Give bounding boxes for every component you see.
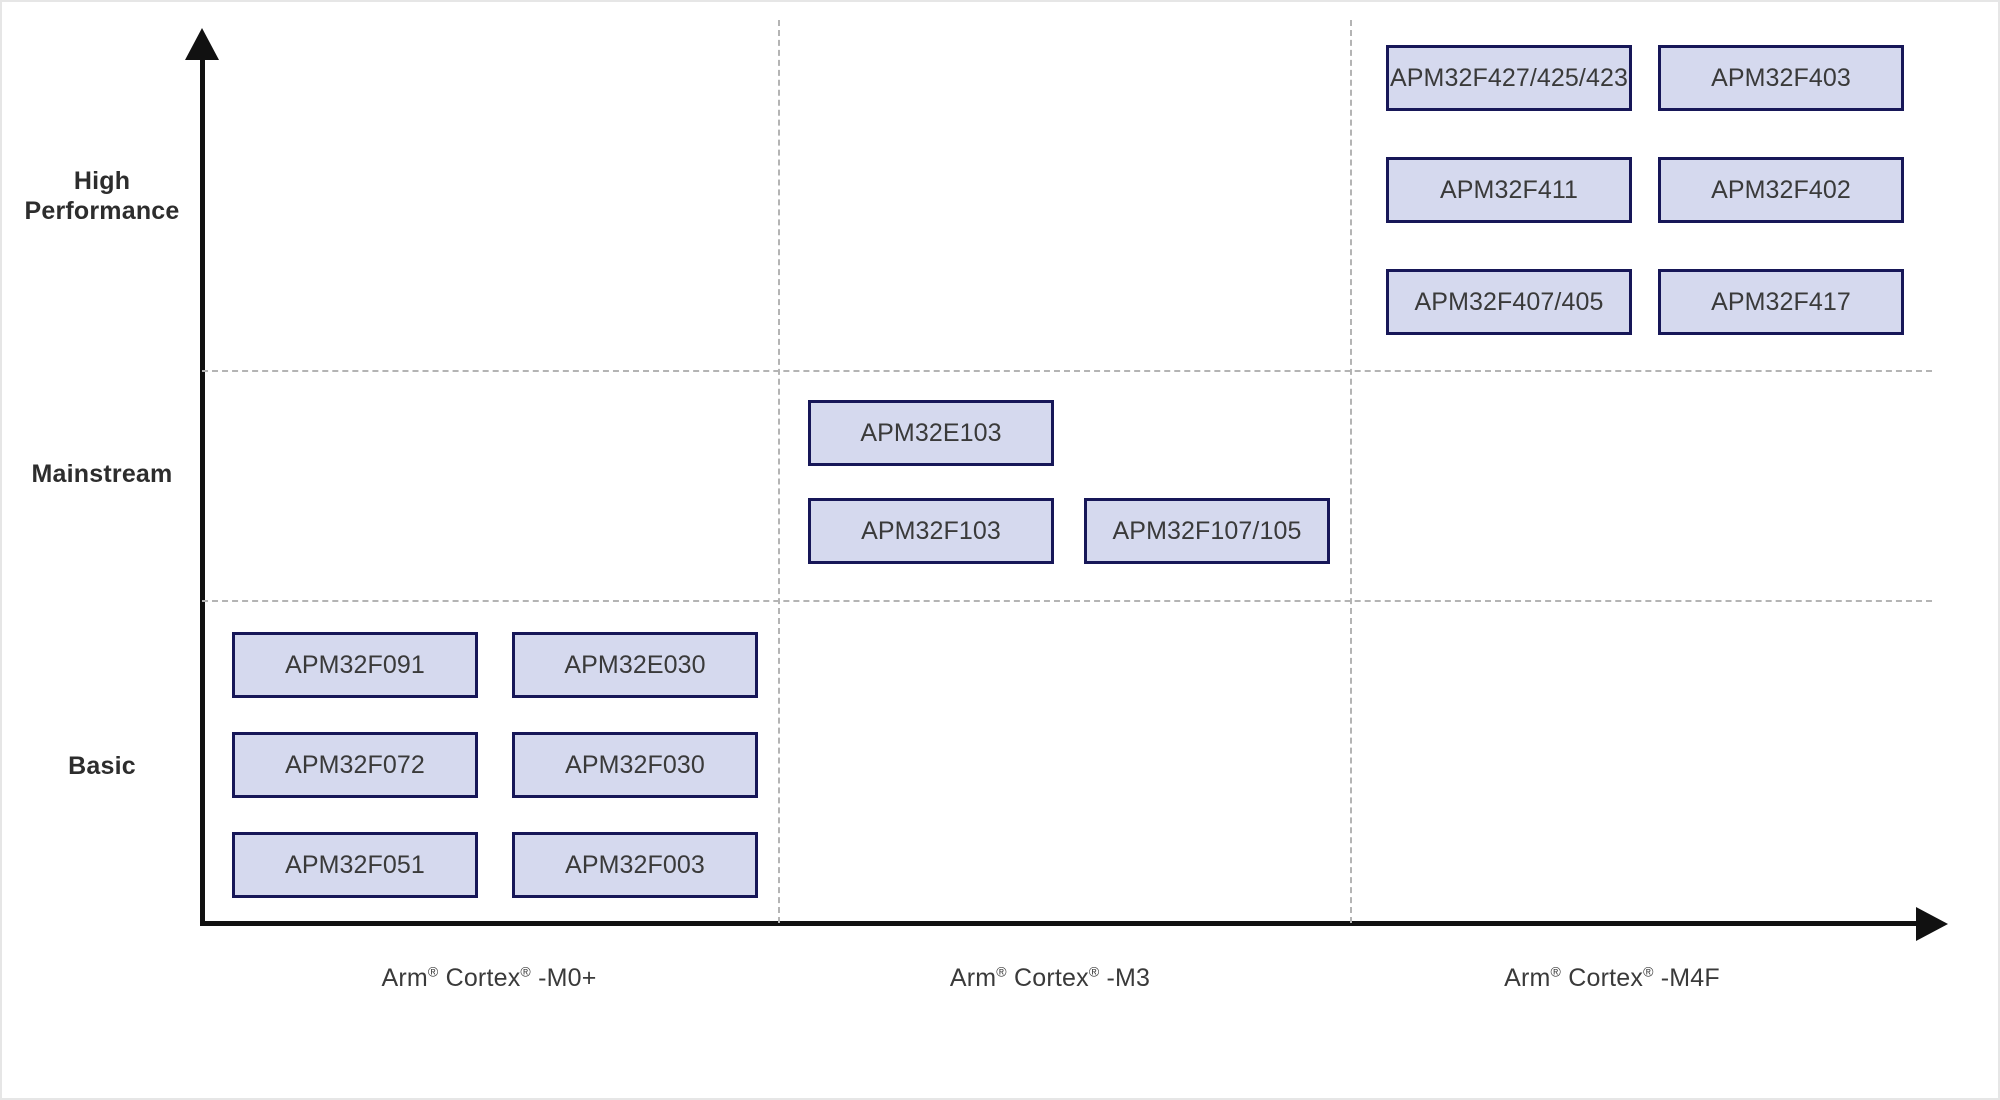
- x-axis-label-m4f-brand: Arm: [1504, 964, 1551, 992]
- product-box-apm32e030[interactable]: APM32E030: [512, 632, 758, 698]
- registered-mark-icon: ®: [520, 963, 531, 980]
- y-axis-line: [200, 54, 205, 924]
- registered-mark-icon: ®: [996, 963, 1007, 980]
- y-axis-label-high-performance-line2: Performance: [24, 196, 180, 225]
- y-axis-label-high-performance: High Performance: [2, 167, 202, 226]
- product-box-apm32f091[interactable]: APM32F091: [232, 632, 478, 698]
- y-axis-label-basic-line1: Basic: [68, 752, 136, 780]
- x-axis-line: [200, 921, 1920, 926]
- x-axis-label-cortex-m3: Arm® Cortex® -M3: [860, 964, 1240, 993]
- product-box-apm32f427-425-423[interactable]: APM32F427/425/423: [1386, 45, 1632, 111]
- gridline-horizontal-upper: [202, 370, 1932, 372]
- registered-mark-icon: ®: [1550, 963, 1562, 980]
- product-box-apm32f107-105[interactable]: APM32F107/105: [1084, 498, 1330, 564]
- product-box-apm32f003[interactable]: APM32F003: [512, 832, 758, 898]
- product-box-apm32f030[interactable]: APM32F030: [512, 732, 758, 798]
- y-axis-label-mainstream-line1: Mainstream: [31, 460, 173, 488]
- product-box-apm32f402[interactable]: APM32F402: [1658, 157, 1904, 223]
- y-axis-label-mainstream: Mainstream: [2, 460, 202, 490]
- product-box-apm32f403[interactable]: APM32F403: [1658, 45, 1904, 111]
- x-axis-label-m4f-core: -M4F: [1660, 964, 1720, 992]
- gridline-vertical-right: [1350, 20, 1352, 923]
- x-axis-label-m3-core: -M3: [1106, 964, 1151, 992]
- registered-mark-icon: ®: [1088, 963, 1100, 980]
- x-axis-label-m0plus-family: Cortex: [445, 964, 521, 992]
- product-box-apm32f411[interactable]: APM32F411: [1386, 157, 1632, 223]
- product-box-apm32f072[interactable]: APM32F072: [232, 732, 478, 798]
- registered-mark-icon: ®: [427, 963, 439, 980]
- y-axis-label-high-performance-line1: High: [73, 167, 131, 195]
- product-box-apm32f407-405[interactable]: APM32F407/405: [1386, 269, 1632, 335]
- product-box-apm32f051[interactable]: APM32F051: [232, 832, 478, 898]
- y-axis-arrow-icon: [185, 28, 219, 60]
- x-axis-label-m0plus-core: -M0+: [538, 964, 597, 992]
- x-axis-label-cortex-m0plus: Arm® Cortex® -M0+: [299, 964, 679, 993]
- gridline-horizontal-lower: [202, 600, 1932, 602]
- gridline-vertical-left: [778, 20, 780, 923]
- y-axis-label-basic: Basic: [2, 752, 202, 782]
- x-axis-label-m3-brand: Arm: [949, 964, 997, 992]
- x-axis-label-m0plus-brand: Arm: [381, 964, 428, 992]
- product-box-apm32f417[interactable]: APM32F417: [1658, 269, 1904, 335]
- product-box-apm32e103[interactable]: APM32E103: [808, 400, 1054, 466]
- x-axis-label-m4f-family: Cortex: [1568, 964, 1644, 992]
- x-axis-label-m3-family: Cortex: [1013, 964, 1089, 992]
- x-axis-label-cortex-m4f: Arm® Cortex® -M4F: [1422, 964, 1802, 993]
- registered-mark-icon: ®: [1643, 963, 1654, 980]
- product-box-apm32f103[interactable]: APM32F103: [808, 498, 1054, 564]
- x-axis-arrow-icon: [1916, 907, 1948, 941]
